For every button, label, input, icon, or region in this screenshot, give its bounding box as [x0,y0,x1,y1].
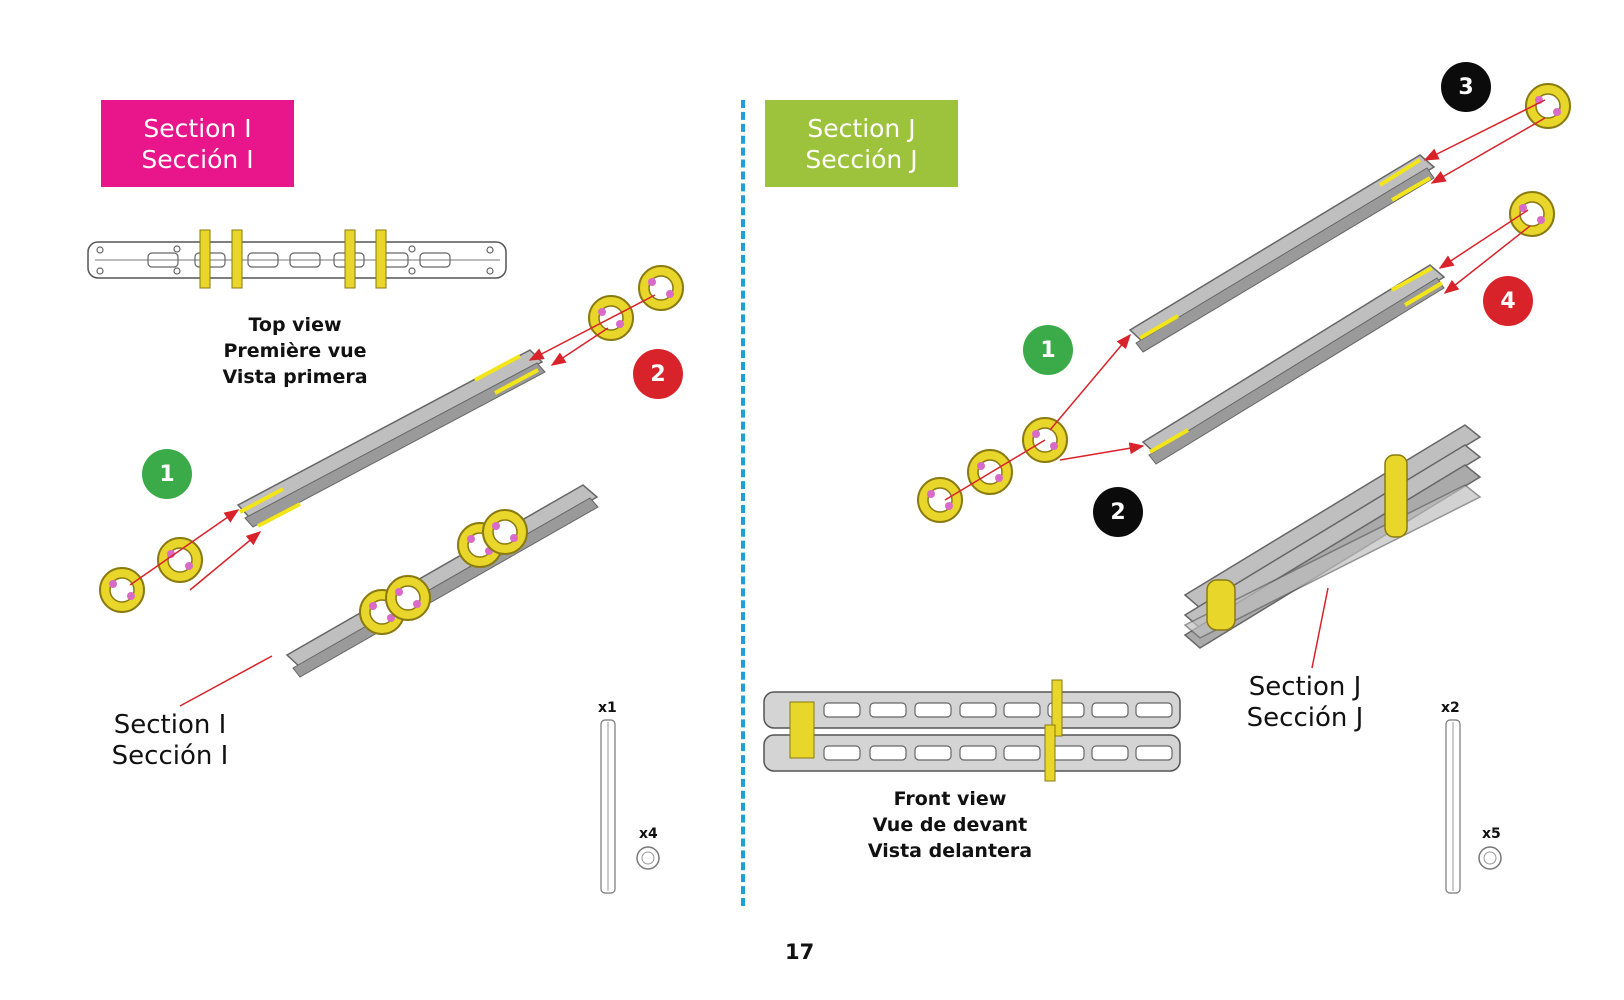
section-j-title-en: Section J [807,113,916,143]
section-j-parts-ring-icon [1478,846,1502,870]
section-j-title-es: Sección J [805,144,918,174]
section-j-parts-rod-icon [1445,719,1461,894]
section-j-front-view-caption: Front view Vue de devant Vista delantera [850,786,1050,864]
section-i-title-es: Sección I [141,144,254,174]
section-i-parts-rod-icon [600,719,616,894]
caption-es: Vista primera [222,366,368,388]
section-j-front-view-rods [763,679,1181,782]
section-i-step-1: 1 [142,449,192,499]
section-i-top-view-caption: Top view Première vue Vista primera [200,312,390,390]
section-i-rings-right [588,265,684,341]
section-i-badge: Section I Sección I [101,100,294,187]
section-i-rings-left [99,537,203,613]
result-label-en: Section I [113,710,227,740]
section-j-result-label: Section J Sección J [1235,672,1375,734]
section-i-assembled-rod [285,484,599,678]
section-j-exploded-rod-lower [1141,264,1446,465]
section-j-leader-line [1311,587,1329,669]
section-j-step-2: 2 [1093,487,1143,537]
section-j-step-4: 4 [1483,276,1533,326]
section-i-rod-quantity: x1 [598,700,617,716]
section-i-ring-quantity: x4 [639,826,658,842]
section-i-result-label: Section I Sección I [100,710,240,772]
page-number: 17 [785,940,815,964]
section-j-step-1: 1 [1023,325,1073,375]
section-i-leader-line [179,655,273,707]
section-i-top-view-rod [87,229,507,289]
section-i-title-en: Section I [143,113,252,143]
caption-fr: Première vue [223,340,367,362]
section-j-assembled-stack [1183,424,1482,649]
section-i-exploded-rod [236,349,546,528]
section-i-parts-ring-icon [636,846,660,870]
result-label-es: Sección J [1246,703,1364,733]
section-i-arrows [129,294,656,591]
result-label-en: Section J [1248,672,1362,702]
section-j-arrows [944,99,1546,501]
section-j-ring-quantity: x5 [1482,826,1501,842]
result-label-es: Sección I [111,741,229,771]
section-j-badge: Section J Sección J [765,100,958,187]
page-divider [741,100,745,906]
caption-en: Front view [893,788,1007,810]
section-j-rod-quantity: x2 [1441,700,1460,716]
caption-fr: Vue de devant [872,814,1028,836]
caption-es: Vista delantera [867,840,1033,862]
section-j-step-3: 3 [1441,62,1491,112]
section-i-step-2: 2 [633,349,683,399]
caption-en: Top view [248,314,342,336]
